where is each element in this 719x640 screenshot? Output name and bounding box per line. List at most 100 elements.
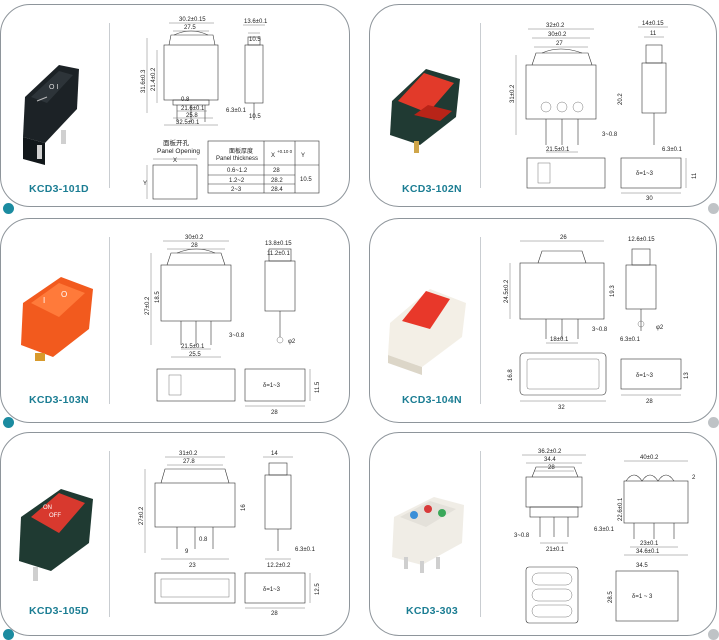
table-cell: 28.2: [271, 178, 283, 184]
dim-label: 28: [271, 611, 278, 617]
panel-table: [207, 140, 320, 194]
side-view: [264, 248, 296, 344]
model-label: KCD3-104N: [402, 394, 462, 406]
dim-label: 11.2±0.1: [267, 251, 291, 257]
dim-label: 11: [692, 172, 698, 179]
table-cell: 10.5: [300, 177, 312, 183]
dim-label: 10.5: [249, 37, 261, 43]
panel-text: δ=1~3: [636, 373, 654, 379]
dim-label: 22.6±0.1: [618, 497, 624, 521]
dim-label: 6.3±0.1: [620, 337, 641, 343]
dim-label: 27±0.2: [139, 506, 145, 525]
card-dot: [708, 417, 719, 428]
dim-label: 28: [548, 465, 555, 471]
dim-label: φ2: [656, 325, 664, 331]
front-view: [509, 240, 605, 344]
front-view: [146, 22, 219, 126]
table-cell: 28.4: [271, 187, 283, 193]
product-card-kcd3-103n: I O 30±0.2 28 27±0.2: [0, 218, 350, 423]
panel-text: δ=1~3: [636, 171, 654, 177]
card-dot: [3, 203, 14, 214]
panel-title-en: Panel Opening: [157, 148, 200, 155]
product-card-kcd3-104n: 26 24.5±0.2 19.3 3~0.8 18±0.1 12.6±0.15 …: [369, 218, 717, 423]
dim-label: 30±0.2: [548, 32, 567, 38]
panel-opening: [156, 368, 311, 407]
front-view: [150, 240, 232, 358]
dim-label: 30: [646, 196, 653, 202]
dim-label: 6.3±0.1: [594, 527, 615, 533]
card-divider: [480, 451, 481, 617]
dim-label: 20.2: [618, 93, 624, 105]
card-dot: [708, 629, 719, 640]
model-label: KCD3-101D: [29, 183, 89, 195]
dim-label: 36.2±0.2: [538, 449, 562, 455]
dim-label: 18±0.1: [550, 337, 569, 343]
side-view: [263, 456, 293, 560]
dim-label: 12.2±0.2: [267, 563, 291, 569]
dim-label: 9: [185, 549, 189, 555]
card-divider: [480, 237, 481, 404]
dim-label: 0.8: [199, 537, 208, 543]
svg-text:O I: O I: [49, 84, 58, 91]
side-view: [625, 248, 657, 331]
dim-label: 30±0.2: [185, 235, 204, 241]
svg-text:I: I: [43, 296, 45, 305]
dim-label: 23: [189, 563, 196, 569]
product-drawing: ON OFF 31±0.2 27.8 27±0.2: [19, 451, 321, 617]
dim-label: 21.6±0.1: [181, 106, 205, 112]
dim-label: 25.5: [189, 352, 201, 358]
panel-opening: [526, 157, 687, 194]
dim-label: 31±0.2: [510, 84, 516, 103]
dim-label: 27.8: [183, 459, 195, 465]
dim-label: 18.5: [155, 291, 161, 303]
dim-label: 21.5±0.1: [546, 147, 570, 153]
dim-label: 2: [692, 475, 696, 481]
front-view: [515, 28, 597, 153]
table-head-x: X: [271, 153, 275, 159]
panel-y: Y: [143, 181, 147, 187]
table-head-cn: 面板厚度: [229, 147, 253, 155]
switch-photo: O I: [23, 65, 79, 165]
product-drawing: 32±0.2 30±0.2 27 31±0.2 20.2 3~0.8 21.5±…: [390, 21, 698, 202]
svg-text:O: O: [61, 290, 67, 299]
card-divider: [480, 23, 481, 188]
dim-label: 27: [556, 41, 563, 47]
svg-text:ON: ON: [43, 505, 52, 511]
switch-photo: [390, 69, 460, 153]
card-divider: [109, 23, 110, 188]
dim-label: 27.5: [184, 25, 196, 31]
card-divider: [109, 451, 110, 617]
dim-label: 3~0.8: [602, 132, 618, 138]
side-view: [243, 24, 265, 120]
table-cell: 1.2~2: [229, 178, 245, 184]
product-drawing: I O 30±0.2 28 27±0.2: [21, 235, 321, 416]
dim-label: 11.5: [315, 381, 321, 393]
dim-label: 32±0.2: [546, 23, 565, 29]
card-dot: [3, 629, 14, 640]
dim-label: 21.4±0.2: [151, 67, 157, 91]
switch-photo: I O: [21, 277, 93, 361]
dim-label: 30.2±0.15: [179, 17, 206, 23]
svg-text:OFF: OFF: [49, 513, 61, 519]
panel-opening: [154, 572, 311, 609]
dim-label: 24.5±0.2: [504, 279, 510, 303]
dim-label: 31.6±0.3: [141, 69, 147, 93]
dim-label: 28: [271, 410, 278, 416]
dim-label: φ2: [288, 339, 296, 345]
switch-photo: ON OFF: [19, 489, 93, 581]
dim-label: 27±0.2: [145, 296, 151, 315]
table-cell: 0.6~1.2: [227, 168, 248, 174]
model-label: KCD3-105D: [29, 605, 89, 617]
panel-opening: [525, 566, 679, 624]
product-drawing: 26 24.5±0.2 19.3 3~0.8 18±0.1 12.6±0.15 …: [388, 235, 690, 411]
dim-label: 12.6±0.15: [628, 237, 655, 243]
card-dot: [708, 203, 719, 214]
panel-text: δ=1~3: [263, 383, 281, 389]
dim-label: 11: [650, 31, 657, 37]
dim-label: 26: [560, 235, 567, 241]
dim-label: 34.6±0.1: [636, 549, 660, 555]
table-head-en: Panel thickness: [216, 156, 258, 162]
panel-x: X: [173, 158, 177, 164]
dim-label: 6.3±0.1: [226, 108, 247, 114]
dim-label: 3~0.8: [229, 333, 245, 339]
